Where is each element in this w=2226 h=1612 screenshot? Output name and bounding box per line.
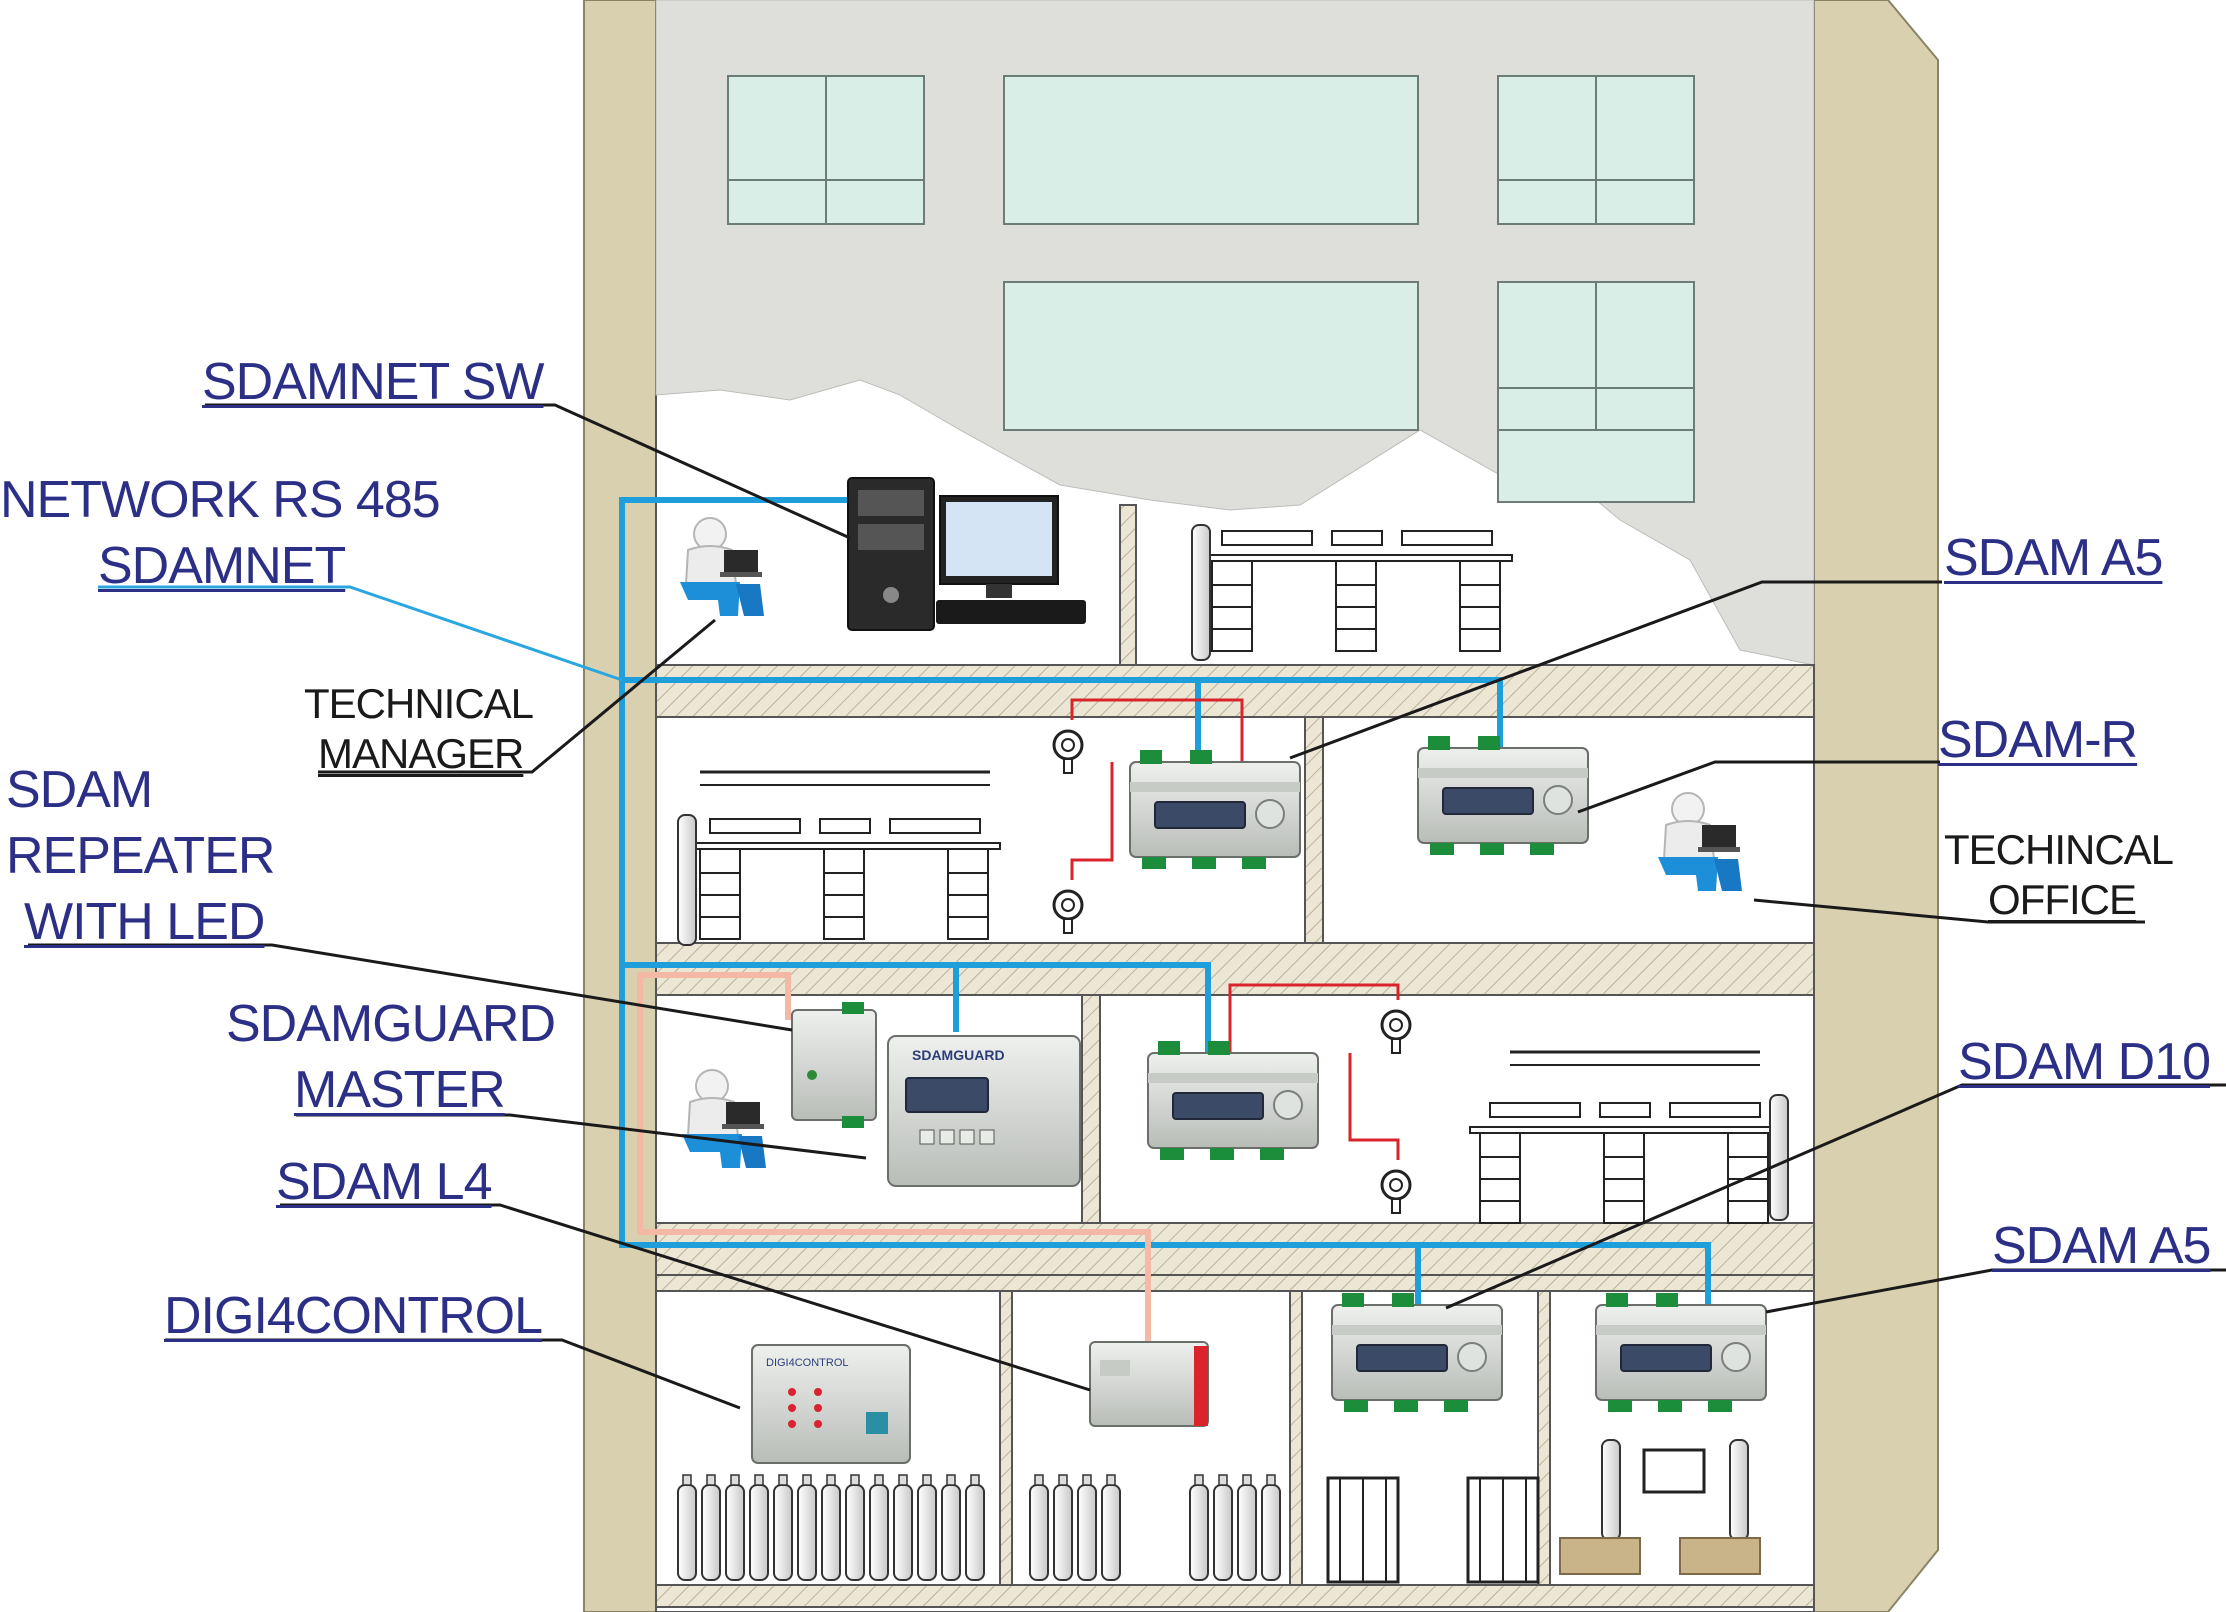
- label-manager: MANAGER: [318, 730, 524, 777]
- label-techincal: TECHINCAL: [1944, 826, 2174, 873]
- sdam-d10-unit: [1331, 1292, 1503, 1413]
- label-sdam-d10: SDAM D10: [1958, 1033, 2211, 1091]
- gas-cylinders: [677, 1439, 1761, 1584]
- label-sdam-l4: SDAM L4: [276, 1153, 493, 1211]
- label-sdam-repeater-1: SDAM: [6, 761, 153, 819]
- digi4control-panel: DIGI4CONTROL: [751, 1344, 911, 1464]
- label-office: OFFICE: [1988, 876, 2137, 923]
- label-master: MASTER: [294, 1061, 506, 1119]
- sdamguard-panel-title: SDAMGUARD: [912, 1047, 1005, 1063]
- label-sdam-r: SDAM-R: [1938, 711, 2138, 769]
- lab-furniture: [677, 524, 1789, 1224]
- label-sdamguard: SDAMGUARD: [226, 995, 556, 1053]
- sdam-a5-unit-upper: [1129, 749, 1301, 870]
- leader-lines: [28, 403, 2226, 1410]
- label-network-rs485: NETWORK RS 485: [0, 471, 441, 529]
- sdam-a5-unit-bottom: [1595, 1292, 1767, 1413]
- sdamnet-sw-computer: [847, 477, 1086, 631]
- label-sdam-repeater-3: WITH LED: [24, 893, 265, 951]
- partitions: [999, 504, 1551, 1586]
- label-sdam-repeater-2: REPEATER: [6, 827, 275, 885]
- floor-slabs: [655, 664, 1815, 1608]
- label-sdamnet-sw: SDAMNET SW: [202, 353, 545, 411]
- label-technical: TECHNICAL: [304, 680, 534, 727]
- label-sdam-a5-bottom: SDAM A5: [1992, 1217, 2211, 1275]
- sdamguard-master-panel: SDAMGUARD: [887, 1035, 1081, 1187]
- digi4control-panel-title: DIGI4CONTROL: [766, 1357, 849, 1369]
- upper-windows: [727, 75, 1695, 503]
- sensor-cable: [1070, 698, 1400, 1160]
- label-digi4control: DIGI4CONTROL: [164, 1287, 543, 1345]
- sdam-a5-unit-middle: [1147, 1040, 1319, 1161]
- loop-cable: [637, 972, 1151, 1342]
- sdam-l4-device: [1089, 1341, 1209, 1427]
- sdam-r-unit: [1417, 735, 1589, 856]
- label-sdamnet: SDAMNET: [98, 537, 346, 595]
- label-sdam-a5-top: SDAM A5: [1944, 529, 2163, 587]
- sdam-repeater-device: [791, 1002, 877, 1128]
